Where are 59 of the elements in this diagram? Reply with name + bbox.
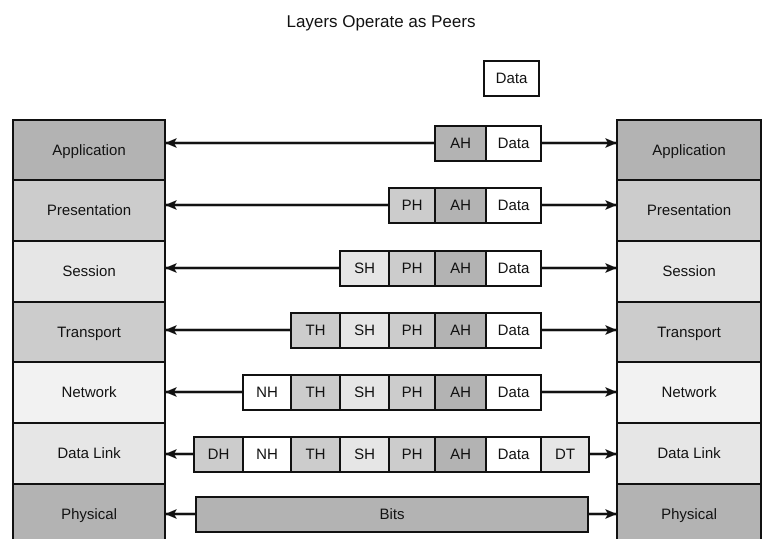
header-field: SH — [339, 374, 390, 411]
header-field: Data — [485, 125, 542, 162]
header-field: PH — [388, 250, 436, 287]
header-field: DH — [193, 436, 244, 473]
header-field: Data — [485, 187, 542, 224]
layer-box: Session — [616, 240, 762, 303]
header-field: AH — [434, 436, 487, 473]
layer-box: Transport — [616, 301, 762, 363]
header-field: Data — [485, 436, 542, 473]
header-field: AH — [434, 250, 487, 287]
arrow — [165, 449, 193, 459]
header-field: Bits — [195, 496, 589, 533]
diagram-title: Layers Operate as Peers — [286, 12, 476, 32]
arrow — [165, 200, 388, 210]
layer-box: Physical — [12, 483, 166, 539]
header-field: Data — [485, 374, 542, 411]
layer-box: Data Link — [616, 422, 762, 485]
header-field: Data — [485, 312, 542, 349]
header-field: AH — [434, 125, 487, 162]
header-field: TH — [290, 312, 341, 349]
layer-box: Physical — [616, 483, 762, 539]
arrow — [165, 509, 195, 519]
layer-box: Presentation — [12, 179, 166, 242]
layer-box: Network — [12, 361, 166, 424]
header-field: SH — [339, 312, 390, 349]
layer-box: Presentation — [616, 179, 762, 242]
layer-box: Application — [616, 119, 762, 181]
arrow — [589, 509, 617, 519]
header-field: NH — [242, 374, 292, 411]
header-field: TH — [290, 436, 341, 473]
header-field: PH — [388, 312, 436, 349]
layer-box: Data Link — [12, 422, 166, 485]
layer-box: Session — [12, 240, 166, 303]
layer-box: Network — [616, 361, 762, 424]
header-field: AH — [434, 374, 487, 411]
arrow — [542, 387, 617, 397]
header-field: SH — [339, 250, 390, 287]
header-field: DT — [540, 436, 590, 473]
arrow — [542, 138, 617, 148]
header-field: AH — [434, 312, 487, 349]
arrow — [165, 325, 290, 335]
arrow — [590, 449, 617, 459]
arrow — [165, 138, 434, 148]
arrow — [165, 263, 339, 273]
header-field: PH — [388, 436, 436, 473]
header-field: SH — [339, 436, 390, 473]
arrow — [165, 387, 242, 397]
layer-box: Transport — [12, 301, 166, 363]
arrow — [542, 325, 617, 335]
header-field: TH — [290, 374, 341, 411]
arrow — [542, 263, 617, 273]
header-field: PH — [388, 187, 436, 224]
layer-box: Application — [12, 119, 166, 181]
arrow — [542, 200, 617, 210]
header-field: AH — [434, 187, 487, 224]
header-field: Data — [485, 250, 542, 287]
data-box: Data — [483, 60, 540, 97]
header-field: PH — [388, 374, 436, 411]
header-field: NH — [242, 436, 292, 473]
